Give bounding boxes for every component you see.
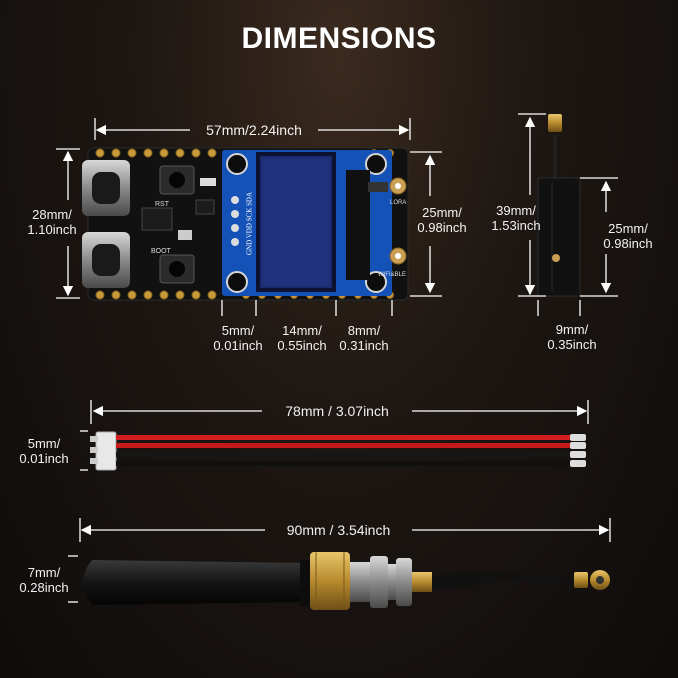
page-title: DIMENSIONS <box>241 22 437 55</box>
cable-side-label: 5mm/0.01inch <box>19 436 69 466</box>
board-width-label: 57mm/2.24inch <box>206 122 302 138</box>
silk-rst: RST <box>155 201 169 208</box>
board-height-left-label: 28mm/1.10inch <box>27 207 77 237</box>
flex-antenna <box>537 114 581 297</box>
rubber-duck-antenna <box>83 552 610 610</box>
antenna-side-label: 7mm/0.28inch <box>19 565 69 595</box>
board-bottom-label-2: 14mm/0.55inch <box>277 323 327 353</box>
silk-boot: BOOT <box>151 248 171 255</box>
dev-board <box>82 147 409 301</box>
jst-cable <box>90 431 586 471</box>
silk-oled-pins: GND VDD SCK SDA <box>245 191 254 256</box>
small-antenna-width-label: 9mm/0.35inch <box>547 322 597 352</box>
board-bottom-label-3: 8mm/0.31inch <box>339 323 389 353</box>
board-bottom-label-1: 5mm/0.01inch <box>213 323 263 353</box>
board-height-right-label: 25mm/0.98inch <box>417 205 467 235</box>
small-antenna-height-inner-label: 25mm/0.98inch <box>603 221 653 251</box>
small-antenna-height-outer-label: 39mm/1.53inch <box>491 203 541 233</box>
silk-wifi: WIFI&BLE <box>378 272 407 278</box>
cable-length-label: 78mm / 3.07inch <box>285 403 389 419</box>
antenna-length-label: 90mm / 3.54inch <box>286 522 391 538</box>
silk-lora: LORA <box>390 200 407 206</box>
